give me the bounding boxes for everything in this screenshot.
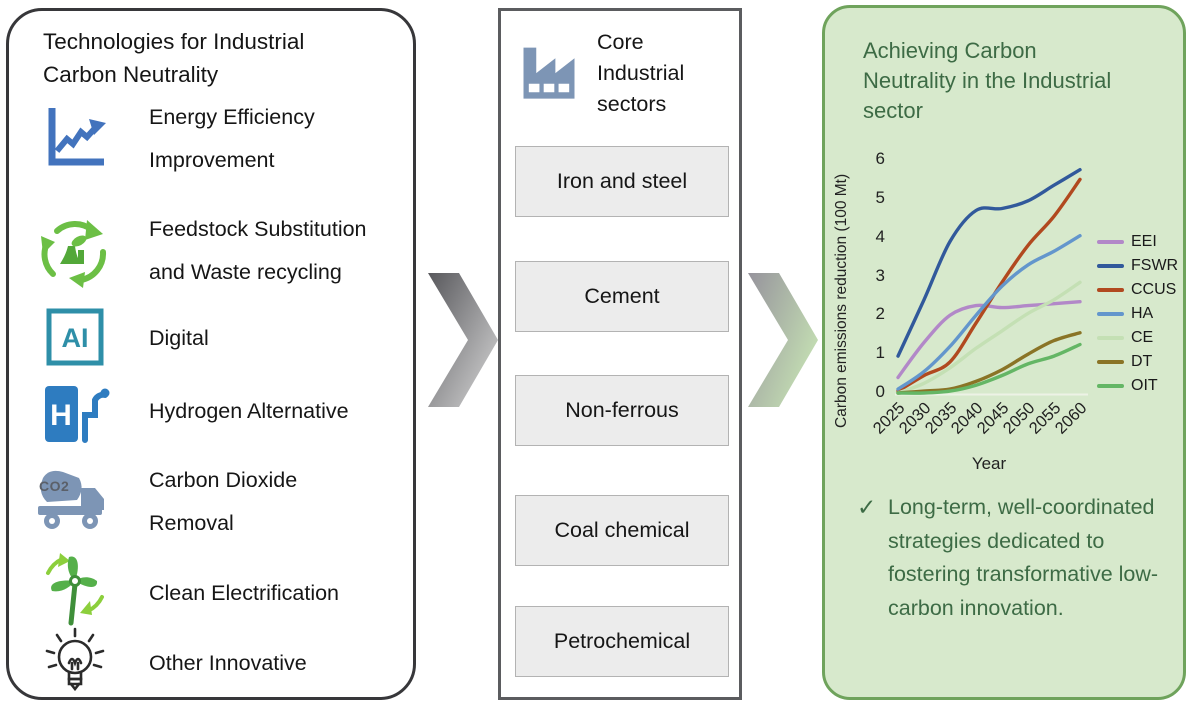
ai-icon-text: AI bbox=[62, 323, 89, 353]
sector-box-petrochemical: Petrochemical bbox=[515, 606, 729, 677]
wind-turbine-icon bbox=[31, 551, 119, 629]
technologies-panel-title: Technologies for Industrial Carbon Neutr… bbox=[43, 29, 305, 87]
technology-label: Other Innovative bbox=[149, 651, 307, 675]
legend-label: FSWR bbox=[1131, 257, 1179, 274]
line-chart-icon bbox=[31, 101, 119, 169]
legend-item-HA: HA bbox=[1097, 305, 1178, 322]
emissions-line-chart bbox=[895, 168, 1088, 396]
y-tick-label: 4 bbox=[875, 226, 885, 246]
light-bulb-icon bbox=[31, 623, 119, 703]
legend-swatch bbox=[1097, 264, 1124, 268]
chart-y-axis-label: Carbon emissions reduction (100 Mt) bbox=[833, 173, 850, 428]
technologies-panel: Technologies for Industrial Carbon Neutr… bbox=[6, 8, 416, 700]
series-line-DT bbox=[896, 331, 1082, 395]
legend-item-CE: CE bbox=[1097, 329, 1178, 346]
technology-label: Digital bbox=[149, 326, 209, 350]
legend-label: DT bbox=[1131, 353, 1153, 370]
series-line-OIT bbox=[896, 342, 1082, 395]
series-line-CE bbox=[896, 280, 1082, 395]
legend-label: CCUS bbox=[1131, 281, 1177, 298]
arrow-left-chevron bbox=[427, 272, 499, 408]
technology-label: Hydrogen Alternative bbox=[149, 399, 349, 423]
legend-swatch bbox=[1097, 240, 1124, 244]
factory-icon bbox=[515, 37, 583, 110]
legend-item-FSWR: FSWR bbox=[1097, 257, 1179, 274]
series-line-FSWR bbox=[896, 168, 1082, 358]
arrow-right-chevron bbox=[747, 272, 819, 408]
y-tick-label: 6 bbox=[875, 149, 885, 168]
legend-item-EEI: EEI bbox=[1097, 233, 1178, 250]
legend-swatch bbox=[1097, 288, 1124, 292]
co2-truck-icon: CO2 bbox=[31, 461, 119, 537]
y-tick-label: 0 bbox=[875, 382, 885, 401]
recycle-factory-icon bbox=[31, 214, 119, 290]
legend-swatch bbox=[1097, 360, 1124, 364]
core-sectors-title: Core Industrial sectors bbox=[597, 30, 685, 116]
legend-swatch bbox=[1097, 336, 1124, 340]
y-tick-label: 2 bbox=[875, 304, 885, 324]
check-icon: ✓ bbox=[857, 494, 877, 520]
legend-label: OIT bbox=[1131, 377, 1158, 394]
legend-swatch bbox=[1097, 384, 1124, 388]
technology-label: Carbon Dioxide Removal bbox=[149, 468, 298, 535]
hydrogen-icon-text: H bbox=[50, 399, 72, 432]
series-line-HA bbox=[896, 234, 1082, 391]
carbon-neutrality-title: Achieving Carbon Neutrality in the Indus… bbox=[863, 38, 1112, 123]
technology-label: Clean Electrification bbox=[149, 581, 340, 605]
technology-label: Energy Efficiency Improvement bbox=[149, 105, 315, 172]
legend-item-DT: DT bbox=[1097, 353, 1178, 370]
sector-box-cement: Cement bbox=[515, 261, 729, 332]
sector-box-non-ferrous: Non-ferrous bbox=[515, 375, 729, 446]
series-line-CCUS bbox=[896, 177, 1082, 393]
co2-icon-text: CO2 bbox=[39, 478, 69, 494]
technology-label: Feedstock Substitution and Waste recycli… bbox=[149, 217, 367, 284]
series-line-EEI bbox=[896, 300, 1082, 380]
y-tick-label: 3 bbox=[875, 265, 885, 285]
legend-label: EEI bbox=[1131, 233, 1157, 250]
legend-swatch bbox=[1097, 312, 1124, 316]
chart-x-axis-label: Year bbox=[971, 454, 1007, 473]
hydrogen-pump-icon: H bbox=[31, 381, 119, 447]
y-tick-label: 5 bbox=[875, 187, 885, 207]
sector-box-coal-chemical: Coal chemical bbox=[515, 495, 729, 566]
carbon-neutrality-panel: Achieving Carbon Neutrality in the Indus… bbox=[822, 5, 1186, 700]
legend-label: HA bbox=[1131, 305, 1154, 322]
legend-label: CE bbox=[1131, 329, 1154, 346]
core-sectors-panel: Core Industrial sectors Iron and steel C… bbox=[498, 8, 742, 700]
strategy-note: Long-term, well-coordinated strategies d… bbox=[888, 495, 1159, 620]
chart-legend: EEI FSWR CCUS HA CE DT OIT bbox=[1097, 233, 1179, 394]
ai-icon: AI bbox=[31, 307, 119, 367]
legend-item-OIT: OIT bbox=[1097, 377, 1178, 394]
sector-box-iron-and-steel: Iron and steel bbox=[515, 146, 729, 217]
legend-item-CCUS: CCUS bbox=[1097, 281, 1178, 298]
y-tick-label: 1 bbox=[875, 343, 885, 363]
